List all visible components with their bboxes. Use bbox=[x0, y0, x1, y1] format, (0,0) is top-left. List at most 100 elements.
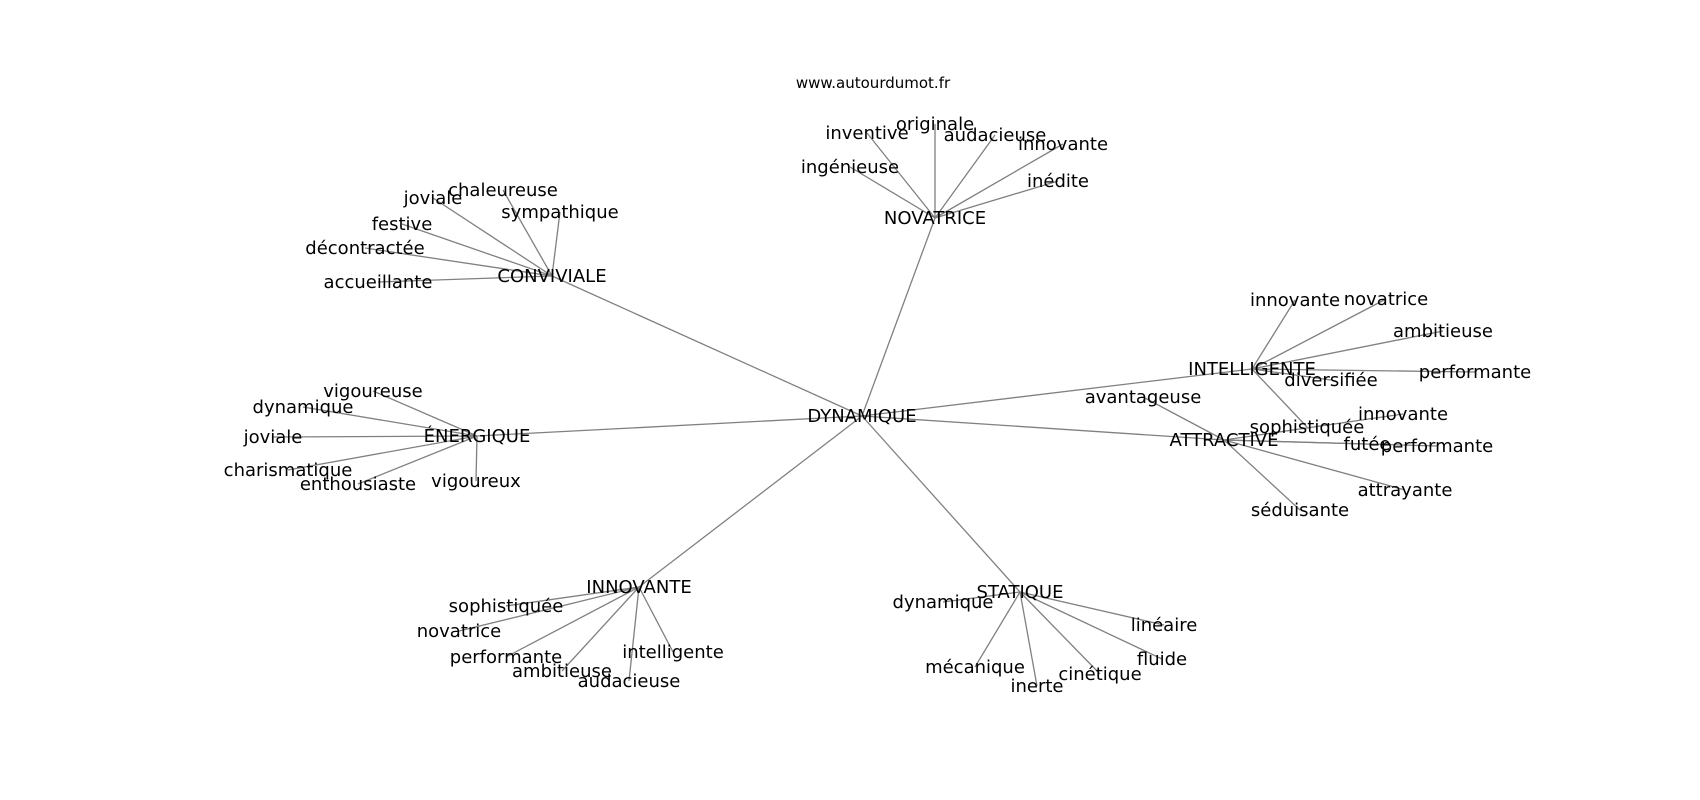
word-label-statique-dynamique: dynamique bbox=[893, 592, 994, 613]
word-label-intelligente-sophistiquee: sophistiquée bbox=[1250, 417, 1365, 438]
site-url: www.autourdumot.fr bbox=[796, 74, 951, 92]
edge-energique-vigoureux bbox=[475, 435, 478, 482]
hub-label-attractive: ATTRACTIVE bbox=[1170, 430, 1279, 451]
edge-center-attractive bbox=[861, 415, 1225, 441]
word-label-conviviale-sympathique: sympathique bbox=[501, 202, 618, 223]
edge-novatrice-audacieuse bbox=[934, 134, 996, 219]
edge-conviviale-chaleureuse bbox=[502, 189, 553, 277]
edge-attractive-attrayante bbox=[1223, 439, 1406, 491]
word-label-intelligente-novatrice: novatrice bbox=[1344, 289, 1429, 310]
edge-innovante-ambitieuse bbox=[561, 586, 640, 672]
word-label-innovante-novatrice: novatrice bbox=[417, 621, 502, 642]
word-label-conviviale-joviale: joviale bbox=[403, 188, 463, 209]
edge-energique-vigoureuse bbox=[372, 390, 478, 437]
word-label-attractive-futee: futée bbox=[1344, 434, 1391, 455]
word-label-innovante-sophistiquee: sophistiquée bbox=[449, 596, 564, 617]
edge-center-novatrice bbox=[861, 217, 936, 417]
edges bbox=[272, 124, 1476, 687]
word-label-intelligente-ambitieuse: ambitieuse bbox=[1393, 321, 1493, 342]
word-label-attractive-performante: performante bbox=[1381, 436, 1493, 457]
word-label-intelligente-diversifiee: diversifiée bbox=[1284, 370, 1377, 391]
edge-novatrice-inedite bbox=[934, 180, 1059, 219]
edge-center-innovante bbox=[638, 415, 863, 588]
edge-intelligente-diversifiee bbox=[1251, 368, 1332, 381]
edge-attractive-seduisante bbox=[1223, 439, 1301, 511]
edge-conviviale-festive bbox=[401, 223, 553, 277]
edge-intelligente-innovante bbox=[1251, 299, 1296, 370]
edge-intelligente-novatrice bbox=[1251, 298, 1387, 370]
edge-novatrice-ingenieuse bbox=[849, 166, 936, 219]
edge-energique-joviale bbox=[272, 435, 478, 438]
edge-innovante-sophistiquee bbox=[505, 586, 640, 607]
edge-intelligente-sophistiquee bbox=[1251, 368, 1308, 428]
word-label-conviviale-chaleureuse: chaleureuse bbox=[448, 180, 558, 201]
edge-energique-enthousiaste bbox=[357, 435, 478, 485]
edge-energique-dynamique bbox=[302, 406, 478, 437]
edge-energique-charismatique bbox=[287, 435, 478, 471]
center-word-label: DYNAMIQUE bbox=[807, 406, 916, 427]
word-label-energique-vigoureux: vigoureux bbox=[431, 471, 521, 492]
edge-statique-mecanique bbox=[974, 591, 1021, 668]
edge-attractive-innovante bbox=[1223, 413, 1404, 441]
edge-innovante-intelligente bbox=[638, 586, 674, 653]
edge-statique-lineaire bbox=[1019, 591, 1165, 626]
word-label-novatrice-inedite: inédite bbox=[1027, 171, 1089, 192]
edge-conviviale-sympathique bbox=[551, 211, 561, 277]
word-label-energique-vigoureuse: vigoureuse bbox=[323, 381, 422, 402]
word-label-energique-dynamique: dynamique bbox=[253, 397, 354, 418]
word-label-conviviale-accueillante: accueillante bbox=[324, 272, 433, 293]
hub-label-intelligente: INTELLIGENTE bbox=[1188, 359, 1316, 380]
edge-statique-dynamique bbox=[942, 591, 1021, 603]
hub-label-conviviale: CONVIVIALE bbox=[497, 266, 606, 287]
word-label-innovante-audacieuse: audacieuse bbox=[578, 671, 681, 692]
edge-novatrice-innovante bbox=[934, 143, 1064, 219]
word-label-energique-joviale: joviale bbox=[243, 427, 303, 448]
word-label-innovante-intelligente: intelligente bbox=[622, 642, 724, 663]
edge-statique-cinetique bbox=[1019, 591, 1101, 675]
word-label-statique-cinetique: cinétique bbox=[1058, 664, 1141, 685]
word-label-conviviale-decontractee: décontractée bbox=[305, 238, 424, 259]
edge-intelligente-ambitieuse bbox=[1251, 330, 1444, 370]
edge-attractive-performante bbox=[1223, 439, 1438, 447]
word-label-statique-mecanique: mécanique bbox=[925, 657, 1025, 678]
edge-innovante-novatrice bbox=[458, 586, 640, 632]
word-label-novatrice-ingenieuse: ingénieuse bbox=[801, 157, 899, 178]
edge-innovante-audacieuse bbox=[628, 586, 640, 682]
word-label-novatrice-audacieuse: audacieuse bbox=[944, 125, 1047, 146]
edge-intelligente-performante bbox=[1251, 368, 1476, 373]
edge-center-energique bbox=[476, 415, 863, 437]
word-label-innovante-ambitieuse: ambitieuse bbox=[512, 661, 612, 682]
edge-conviviale-decontractee bbox=[364, 247, 553, 277]
word-label-energique-enthousiaste: enthousiaste bbox=[300, 474, 416, 495]
edge-innovante-performante bbox=[505, 586, 640, 658]
word-label-conviviale-festive: festive bbox=[372, 214, 433, 235]
word-label-novatrice-innovante: innovante bbox=[1018, 134, 1108, 155]
word-label-statique-inerte: inerte bbox=[1010, 676, 1063, 697]
word-label-innovante-performante: performante bbox=[450, 647, 562, 668]
word-label-attractive-avantageuse: avantageuse bbox=[1085, 387, 1202, 408]
word-label-attractive-attrayante: attrayante bbox=[1358, 480, 1453, 501]
word-label-intelligente-performante: performante bbox=[1419, 362, 1531, 383]
edge-novatrice-inventive bbox=[866, 132, 936, 219]
hub-label-novatrice: NOVATRICE bbox=[884, 208, 986, 229]
word-label-statique-lineaire: linéaire bbox=[1131, 615, 1198, 636]
edge-statique-inerte bbox=[1019, 591, 1038, 687]
hub-label-statique: STATIQUE bbox=[977, 582, 1064, 603]
word-label-energique-charismatique: charismatique bbox=[224, 460, 353, 481]
hub-label-energique: ÉNERGIQUE bbox=[424, 425, 531, 447]
edge-conviviale-joviale bbox=[432, 197, 553, 277]
edge-statique-fluide bbox=[1019, 591, 1163, 660]
word-label-attractive-innovante: innovante bbox=[1358, 404, 1448, 425]
labels: DYNAMIQUE NOVATRICE ingénieuse inventiveori… bbox=[224, 114, 1532, 697]
edge-center-statique bbox=[861, 415, 1021, 593]
word-label-intelligente-innovante: innovante bbox=[1250, 290, 1340, 311]
word-label-statique-fluide: fluide bbox=[1137, 649, 1187, 670]
edge-center-conviviale bbox=[551, 275, 863, 417]
word-label-novatrice-originale: originale bbox=[896, 114, 974, 135]
word-label-novatrice-inventive: inventive bbox=[825, 123, 908, 144]
edge-center-intelligente bbox=[861, 368, 1253, 417]
edge-attractive-avantageuse bbox=[1142, 396, 1225, 441]
word-label-attractive-seduisante: séduisante bbox=[1251, 500, 1349, 521]
hub-label-innovante: INNOVANTE bbox=[586, 577, 691, 598]
